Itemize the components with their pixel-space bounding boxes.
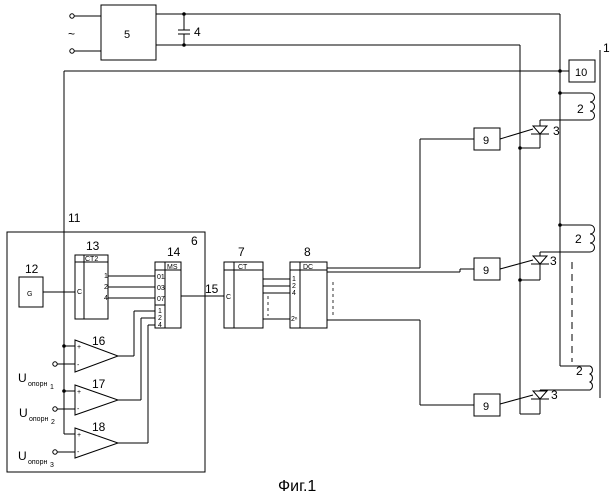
label-17: 17 <box>92 377 106 391</box>
uref-1-main: U <box>18 371 27 385</box>
label-3-mid: 3 <box>550 254 557 268</box>
uref-3-idx: 3 <box>50 462 54 469</box>
mux-14: MS 14 01 03 07 1 2 4 15 <box>155 245 224 329</box>
mux-14-symbol: MS <box>167 264 178 271</box>
comparator-17: + - 17 <box>53 318 155 415</box>
comparator-16: + - 16 <box>53 311 155 372</box>
driver-bottom: 9 <box>474 394 500 416</box>
ms-in-01: 01 <box>157 274 165 281</box>
dc-in-4: 4 <box>292 290 296 297</box>
uref-3: U опорн 3 <box>18 449 54 469</box>
load-1: 1 <box>600 41 610 398</box>
ct2-out-1: 1 <box>104 273 108 280</box>
ms-in-07: 07 <box>157 296 165 303</box>
uref-2-idx: 2 <box>51 419 55 426</box>
dc-in-2: 2 <box>292 283 296 290</box>
counter-7: CT C 7 <box>224 245 290 328</box>
uref-2-sub: опорн <box>29 416 48 423</box>
power-supply-5: 5 <box>101 5 156 60</box>
ac-symbol: ~ <box>68 27 75 41</box>
driver-mid: 9 <box>474 258 500 280</box>
counter-13-symbol: CT2 <box>85 256 98 263</box>
counter-7-symbol: CT <box>238 264 248 271</box>
label-9-top: 9 <box>483 135 489 147</box>
label-9-bottom: 9 <box>483 401 489 413</box>
uref-1-sub: опорн <box>28 381 47 388</box>
label-15: 15 <box>205 282 219 296</box>
c17-plus: + <box>77 389 81 396</box>
uref-3-main: U <box>18 449 27 463</box>
ms-addr-1: 1 <box>158 308 162 315</box>
thyristor-mid: 3 <box>500 252 557 282</box>
label-3-bottom: 3 <box>551 388 558 402</box>
generator-symbol: G <box>27 291 32 298</box>
uref-1-idx: 1 <box>50 384 54 391</box>
c16-plus: + <box>77 344 81 351</box>
ms-in-03: 03 <box>157 285 165 292</box>
c18-plus: + <box>77 432 81 439</box>
terminal-top <box>70 14 74 18</box>
generator-12: G 12 <box>19 262 75 307</box>
label-6: 6 <box>191 234 198 248</box>
dc-in-2n: 2ⁿ <box>291 316 298 323</box>
uref-2: U опорн 2 <box>19 406 55 426</box>
winding-mid: 2 <box>540 223 595 252</box>
uref-1: U опорн 1 <box>18 371 54 391</box>
thyristor-top: 3 <box>500 120 560 150</box>
capacitor-4: 4 <box>156 12 560 47</box>
label-16: 16 <box>92 334 106 348</box>
thyristor-bottom: 3 <box>500 388 558 414</box>
label-1: 1 <box>603 41 610 55</box>
terminal-bottom <box>70 49 74 53</box>
ms-addr-2: 2 <box>158 315 162 322</box>
label-7: 7 <box>238 245 245 259</box>
label-3-top: 3 <box>553 124 560 138</box>
decoder-8-symbol: DC <box>303 264 313 271</box>
ct2-out-4: 4 <box>104 295 108 302</box>
counter-13-clock: C <box>77 289 82 296</box>
label-8: 8 <box>304 245 311 259</box>
driver-top: 9 <box>474 128 500 150</box>
winding-top: 2 <box>540 91 595 120</box>
ct2-out-2: 2 <box>104 284 108 291</box>
sensor-block-10: 10 11 <box>64 60 595 256</box>
counter-7-clock: C <box>226 294 231 301</box>
power-input: ~ <box>68 14 101 53</box>
counter-13: CT2 C 13 1 2 4 <box>75 239 155 319</box>
uref-2-main: U <box>19 406 28 420</box>
label-13: 13 <box>86 239 100 253</box>
label-2-mid: 2 <box>575 232 582 246</box>
label-2-top: 2 <box>577 102 584 116</box>
dc-in-1: 1 <box>292 276 296 283</box>
label-10: 10 <box>575 67 587 79</box>
label-11: 11 <box>68 211 81 225</box>
figure-caption: Фиг.1 <box>278 478 316 495</box>
label-12: 12 <box>25 262 39 276</box>
label-9-mid: 9 <box>483 265 489 277</box>
uref-3-sub: опорн <box>28 459 47 466</box>
decoder-8: DC 8 1 2 4 2ⁿ <box>290 245 327 328</box>
label-14: 14 <box>167 245 181 259</box>
label-18: 18 <box>92 420 106 434</box>
winding-bottom: 2 <box>540 364 592 390</box>
label-4: 4 <box>194 25 201 39</box>
label-2-bottom: 2 <box>576 364 583 378</box>
ms-addr-4: 4 <box>158 322 162 329</box>
label-5: 5 <box>124 29 130 41</box>
